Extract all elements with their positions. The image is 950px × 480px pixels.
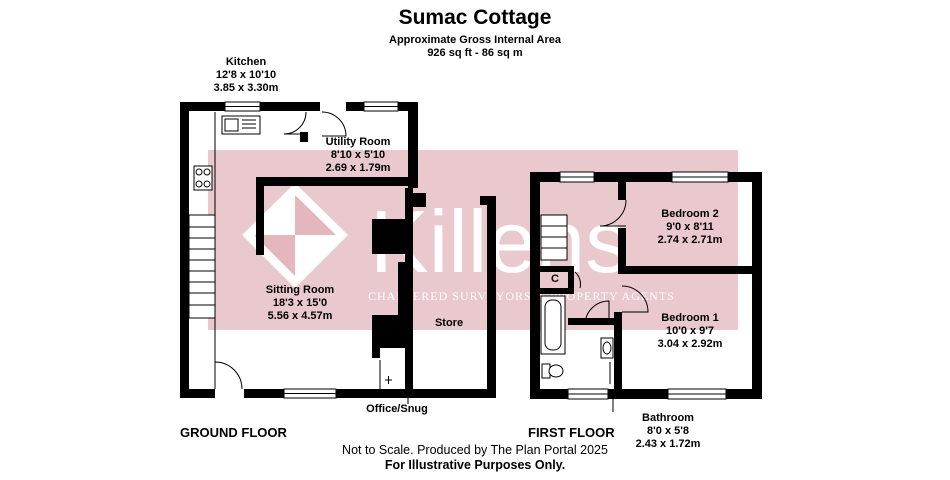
wall (180, 102, 225, 111)
wall (530, 172, 540, 399)
room-label-cupboard: C (551, 273, 559, 286)
floor-label-ground: GROUND FLOOR (180, 425, 287, 440)
wall (180, 389, 215, 398)
bathroom-door-swing (584, 300, 610, 326)
wall (336, 389, 496, 398)
room-label-utility: Utility Room 8'10 x 5'10 2.69 x 1.79m (326, 136, 391, 175)
area-label: Approximate Gross Internal Area (389, 34, 561, 46)
room-metric: 3.04 x 2.92m (657, 338, 723, 350)
room-name: Sitting Room (265, 284, 335, 296)
room-name: Office/Snug (366, 403, 428, 415)
room-metric: 3.85 x 3.30m (213, 82, 279, 94)
ground-floor-details (188, 101, 409, 404)
room-metric: 2.69 x 1.79m (325, 162, 391, 174)
wall (408, 102, 418, 188)
room-label-store: Store (435, 317, 463, 330)
area-value: 926 sq ft - 86 sq m (427, 47, 523, 59)
wall (618, 172, 626, 200)
wall (614, 312, 622, 389)
room-label-bedroom2: Bedroom 2 9'0 x 8'11 2.74 x 2.71m (658, 208, 723, 247)
wall (728, 172, 762, 182)
wall (372, 348, 380, 358)
ground-staircase-icon (188, 214, 216, 319)
room-label-kitchen: Kitchen 12'8 x 10'10 3.85 x 3.30m (214, 56, 279, 95)
front-door-swing (214, 361, 243, 390)
watermark-brand: Killens (370, 192, 629, 291)
room-label-bathroom: Bathroom 8'0 x 5'8 2.43 x 1.72m (636, 412, 701, 451)
room-imperial: 8'0 x 5'8 (647, 425, 689, 437)
wall (608, 389, 668, 399)
wall (568, 266, 574, 292)
wall (256, 177, 408, 186)
room-metric: 5.56 x 4.57m (267, 310, 333, 322)
room-name: Bedroom 1 (661, 312, 719, 324)
first-staircase-icon (540, 214, 568, 261)
wall (180, 102, 189, 398)
property-title: Sumac Cottage (398, 6, 552, 29)
wall (530, 389, 568, 399)
room-name: Kitchen (225, 56, 267, 68)
cupboard-door-swing (574, 271, 581, 289)
bedroom2-door-swing (599, 199, 627, 227)
wall (540, 266, 574, 272)
room-imperial: 10'0 x 9'7 (665, 325, 715, 337)
footer-note: Not to Scale. Produced by The Plan Porta… (342, 443, 608, 457)
wall (256, 177, 264, 255)
room-metric: 2.74 x 2.71m (657, 234, 723, 246)
room-imperial: 9'0 x 8'11 (666, 221, 714, 233)
footer-disclaimer: For Illustrative Purposes Only. (384, 458, 566, 472)
room-label-office: Office/Snug (366, 403, 428, 416)
watermark-tagline: CHARTERED SURVEYORS & PROPERTY AGENTS (368, 289, 675, 303)
wall (300, 132, 308, 142)
floor-label-first: FIRST FLOOR (528, 425, 615, 440)
room-name: C (551, 273, 559, 285)
kitchen-door-swing (283, 111, 307, 135)
wall (487, 196, 496, 398)
hob-icon (193, 165, 213, 191)
wall (594, 172, 672, 182)
wall (346, 102, 364, 111)
bedroom1-door-swing (621, 285, 649, 313)
wall (244, 389, 284, 398)
room-name: Bathroom (642, 412, 694, 424)
room-label-bedroom1: Bedroom 1 10'0 x 9'7 3.04 x 2.92m (658, 312, 723, 351)
wall (568, 318, 618, 325)
chimney-breast (372, 219, 405, 254)
first-floor-details (540, 171, 729, 412)
wall (260, 102, 320, 111)
room-imperial: 18'3 x 15'0 (272, 297, 328, 309)
room-name: Bedroom 2 (661, 208, 719, 220)
ground-floor-walls (180, 102, 496, 398)
wall (618, 228, 626, 272)
utility-door-swing (321, 111, 347, 137)
wall (530, 172, 560, 182)
room-imperial: 12'8 x 10'10 (215, 69, 277, 81)
room-metric: 2.43 x 1.72m (635, 438, 701, 450)
wall (752, 172, 762, 399)
chimney-breast (372, 315, 410, 348)
wall (540, 288, 574, 294)
wall (618, 266, 762, 274)
room-imperial: 8'10 x 5'10 (330, 149, 386, 161)
watermark-logo-icon (242, 183, 348, 288)
wall (726, 389, 762, 399)
wall (398, 262, 410, 317)
washbasin-icon (600, 337, 614, 359)
wall (480, 196, 496, 205)
wall (405, 193, 426, 207)
room-label-sitting: Sitting Room 18'3 x 15'0 5.56 x 4.57m (266, 284, 334, 323)
room-name: Utility Room (325, 136, 391, 148)
first-floor-walls (530, 172, 762, 399)
room-name: Store (434, 317, 464, 329)
